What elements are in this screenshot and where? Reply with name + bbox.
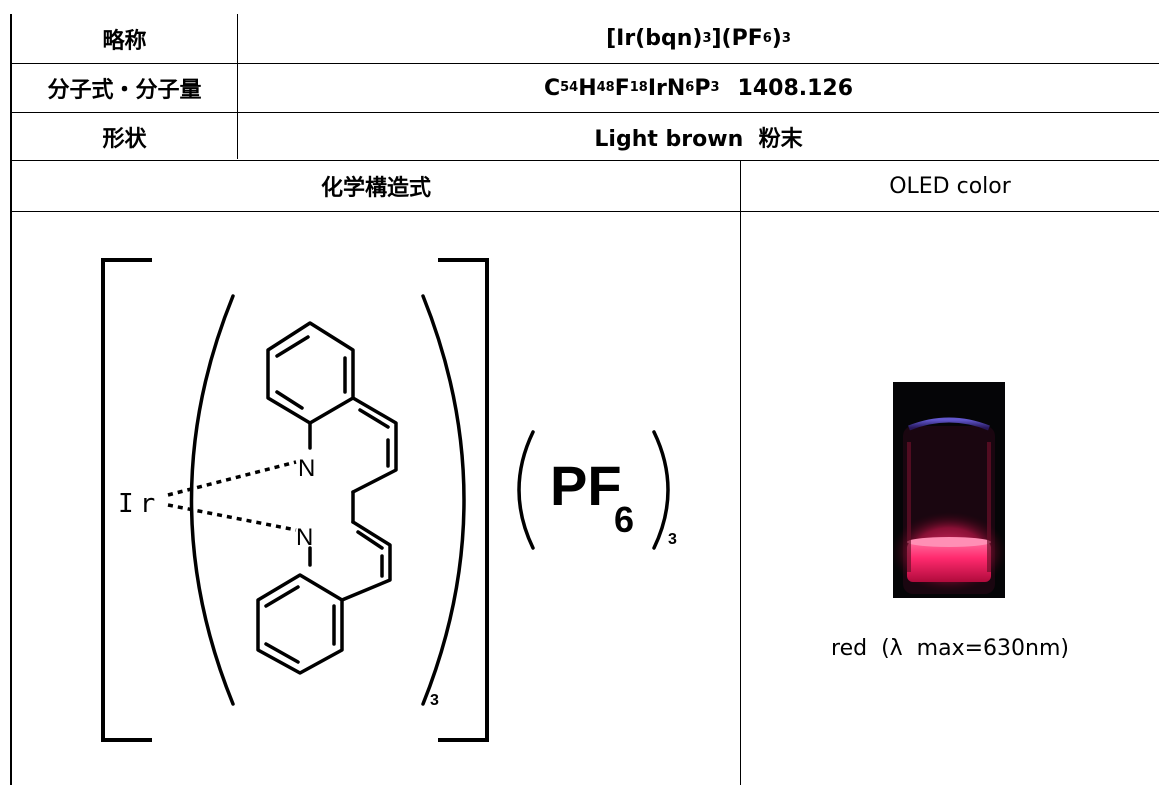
label-column-divider (237, 14, 238, 159)
ligand-right-paren (421, 294, 466, 706)
formula-el-f: F (614, 75, 630, 101)
row-divider-4 (10, 211, 1159, 212)
ion-left-paren (517, 430, 535, 550)
oled-vial-photo (893, 382, 1005, 598)
molecular-weight: 1408.126 (737, 75, 854, 101)
upper-benzo-inner (275, 335, 347, 410)
formula-el-h: H (578, 75, 597, 101)
appearance-label: 形状 (102, 126, 147, 152)
counter-ion-subscript: 6 (614, 499, 634, 540)
row-divider-2 (10, 112, 1159, 113)
structure-header: 化学構造式 (320, 176, 431, 201)
left-square-bracket (101, 258, 152, 742)
abbrev-part-close: ) (771, 26, 782, 51)
coordination-bond-upper (167, 460, 297, 497)
appearance-value: Light brown 粉末 (594, 126, 803, 152)
abbrev-part-open: [Ir(bqn) (606, 26, 703, 51)
right-square-bracket (438, 258, 489, 742)
upper-benzo-ring (266, 321, 355, 425)
left-border (10, 14, 12, 785)
row-divider-3 (10, 160, 1159, 161)
ligand-left-paren (189, 294, 235, 706)
coordination-bond-lower (167, 503, 297, 532)
abbreviation-label: 略称 (102, 28, 147, 54)
chemical-structure: Ir N N 3 PF 6 3 (101, 258, 677, 742)
formula-el-c: C (543, 75, 561, 101)
counter-ion-label: PF (550, 454, 622, 517)
lower-benzo-ring (256, 573, 344, 675)
nitrogen-upper-label: N (298, 455, 315, 482)
nitrogen-lower-label: N (296, 524, 313, 551)
iridium-label: Ir (118, 489, 161, 519)
ion-right-paren (652, 430, 670, 550)
lower-pyridine-ring (308, 520, 392, 602)
oled-caption: red (λ max=630nm) (831, 635, 1069, 661)
abbrev-part-mid: ](PF (711, 26, 763, 51)
oled-header: OLED color (889, 173, 1011, 199)
counter-ion-count: 3 (668, 531, 677, 548)
formula-label: 分子式・分子量 (47, 78, 202, 103)
oled-column-divider (740, 160, 741, 785)
ligand-count-subscript: 3 (430, 692, 439, 709)
formula-el-p: P (694, 75, 711, 101)
upper-pyridine-ring (308, 396, 398, 494)
formula-el-irn: IrN (647, 75, 686, 101)
upper-pyridine-inner (358, 408, 390, 468)
lower-benzo-inner (264, 585, 336, 664)
lower-pyridine-inner (356, 530, 384, 578)
row-divider-1 (10, 63, 1159, 64)
